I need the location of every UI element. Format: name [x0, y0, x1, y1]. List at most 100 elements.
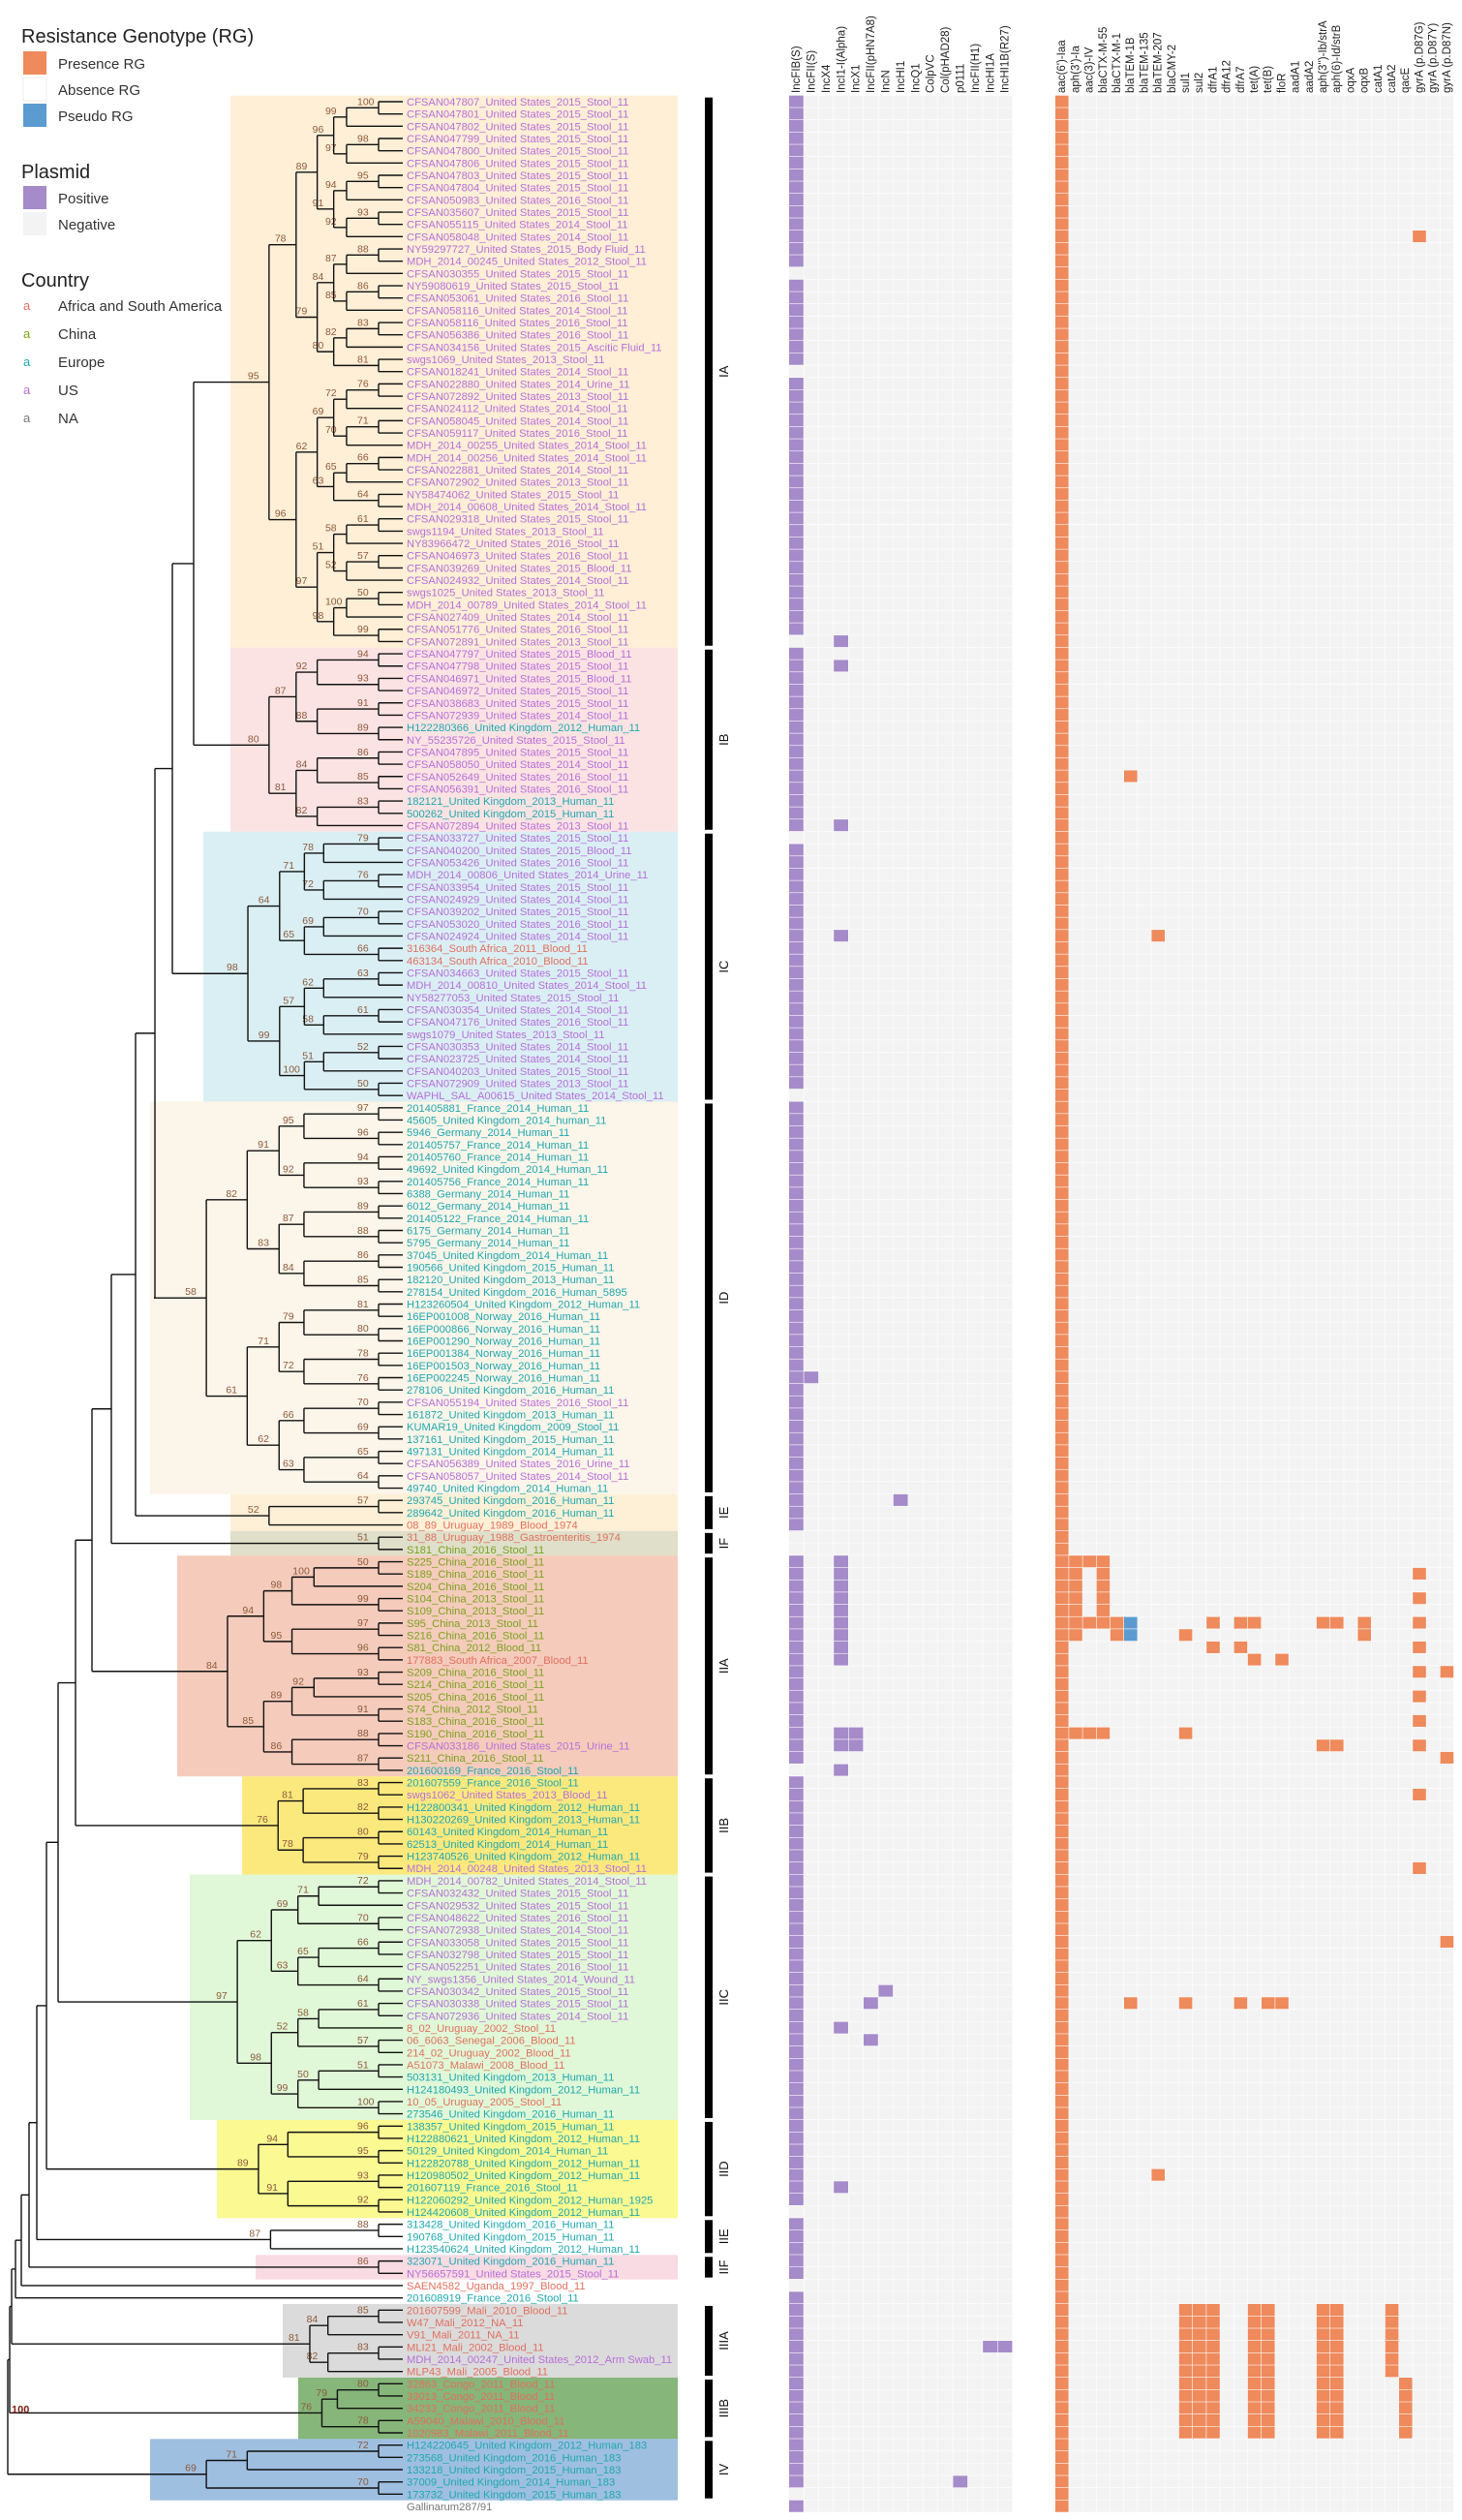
plasmid-cell [938, 2255, 953, 2267]
plasmid-cell [834, 1972, 848, 1984]
plasmid-cell [848, 1457, 864, 1469]
gene-cell [1399, 132, 1413, 144]
plasmid-cell [878, 194, 894, 206]
plasmid-cell [967, 721, 983, 733]
plasmid-cell [953, 917, 968, 930]
plasmid-cell [893, 2242, 908, 2255]
gene-cell [1247, 120, 1262, 133]
plasmid-cell [818, 868, 834, 880]
plasmid-cell [893, 757, 908, 770]
plasmid-cell [848, 341, 864, 353]
bootstrap-label: 61 [357, 1998, 369, 2010]
plasmid-cell [818, 1677, 834, 1690]
plasmid-cell [997, 893, 1013, 906]
gene-cell [1220, 402, 1234, 415]
clade-if-label: IF [716, 1538, 731, 1550]
bootstrap-label: 93 [357, 673, 369, 685]
plasmid-cell [938, 2463, 953, 2475]
plasmid-cell [818, 1114, 834, 1126]
plasmid-cell [848, 389, 864, 402]
plasmid-cell [848, 1077, 864, 1090]
gene-cell [1399, 218, 1413, 230]
gene-cell [1385, 328, 1399, 341]
plasmid-cell [923, 353, 938, 365]
plasmid-cell [908, 954, 923, 967]
taxon-label: swgs1062_United States_2013_Blood_11 [407, 1790, 608, 1801]
plasmid-cell [938, 1555, 953, 1568]
plasmid-cell [923, 1175, 938, 1187]
gene-cell [1247, 267, 1262, 280]
gene-cell [1193, 194, 1206, 206]
plasmid-cell [818, 463, 834, 476]
plasmid-cell [983, 1800, 997, 1813]
plasmid-cell [864, 1948, 878, 1960]
plasmid-cell [878, 169, 894, 181]
plasmid-cell [908, 941, 923, 954]
plasmid-cell [997, 1212, 1013, 1224]
plasmid-cell [953, 132, 968, 144]
plasmid-cell [908, 2500, 923, 2512]
plasmid-cell [938, 1788, 953, 1800]
taxon-label: NY83966472_United States_2016_Stool_11 [407, 538, 619, 550]
plasmid-cell [923, 415, 938, 427]
gene-cell [1193, 476, 1206, 488]
gene-cell [1178, 316, 1193, 328]
clade-iid-label: IID [716, 2161, 731, 2177]
plasmid-cell [804, 709, 819, 722]
plasmid-cell [967, 1677, 983, 1690]
gene-cell [1357, 415, 1371, 427]
plasmid-cell [938, 1420, 953, 1432]
gene-cell [1206, 108, 1220, 120]
plasmid-cell [967, 647, 983, 660]
taxon-label: CFSAN035607_United States_2015_Stool_11 [407, 207, 628, 219]
gene-cell [1262, 279, 1275, 292]
plasmid-cell [908, 573, 923, 586]
plasmid-cell [848, 1028, 864, 1040]
bootstrap-label: 61 [357, 513, 369, 525]
gene-cell [1220, 279, 1234, 292]
plasmid-cell [878, 1199, 894, 1212]
plasmid-cell [878, 844, 894, 856]
plasmid-cell [967, 1616, 983, 1629]
plasmid-cell [804, 1125, 819, 1138]
plasmid-cell [923, 1739, 938, 1752]
plasmid-cell [983, 1015, 997, 1028]
plasmid-cell [953, 1592, 968, 1605]
plasmid-cell [908, 1224, 923, 1237]
plasmid-cell [983, 402, 997, 415]
plasmid-cell [818, 2475, 834, 2488]
plasmid-cell [848, 672, 864, 685]
plasmid-cell [893, 610, 908, 623]
plasmid-cell [923, 169, 938, 181]
gene-cell [1165, 267, 1179, 280]
taxon-label: S209_China_2016_Stool_11 [407, 1668, 544, 1679]
plasmid-cell [789, 2450, 804, 2464]
plasmid-cell [848, 463, 864, 476]
plasmid-cell [893, 1482, 908, 1494]
plasmid-cell [864, 2119, 878, 2133]
plasmid-cell [923, 2377, 938, 2390]
plasmid-cell [983, 525, 997, 538]
plasmid-cell [818, 230, 834, 243]
gene-cell [1275, 169, 1289, 181]
plasmid-cell [923, 733, 938, 746]
plasmid-cell [893, 2377, 908, 2390]
plasmid-cell [804, 2389, 819, 2402]
gene-cell [1289, 95, 1302, 108]
legend-positive-swatch [23, 186, 46, 209]
plasmid-cell [804, 1874, 819, 1887]
plasmid-cell [953, 1935, 968, 1948]
plasmid-cell [848, 1445, 864, 1458]
gene-cell [1371, 255, 1386, 267]
plasmid-cell [997, 941, 1013, 954]
plasmid-cell [967, 230, 983, 243]
plasmid-cell [953, 2181, 968, 2194]
legend-china-label: China [58, 326, 97, 343]
resistance-heatmap [1055, 95, 1454, 2512]
plasmid-cell [789, 2402, 804, 2414]
plasmid-cell [804, 1887, 819, 1899]
gene-cell [1426, 415, 1440, 427]
plasmid-cell [804, 2229, 819, 2243]
plasmid-cell [804, 1703, 819, 1715]
plasmid-cell [878, 1972, 894, 1984]
